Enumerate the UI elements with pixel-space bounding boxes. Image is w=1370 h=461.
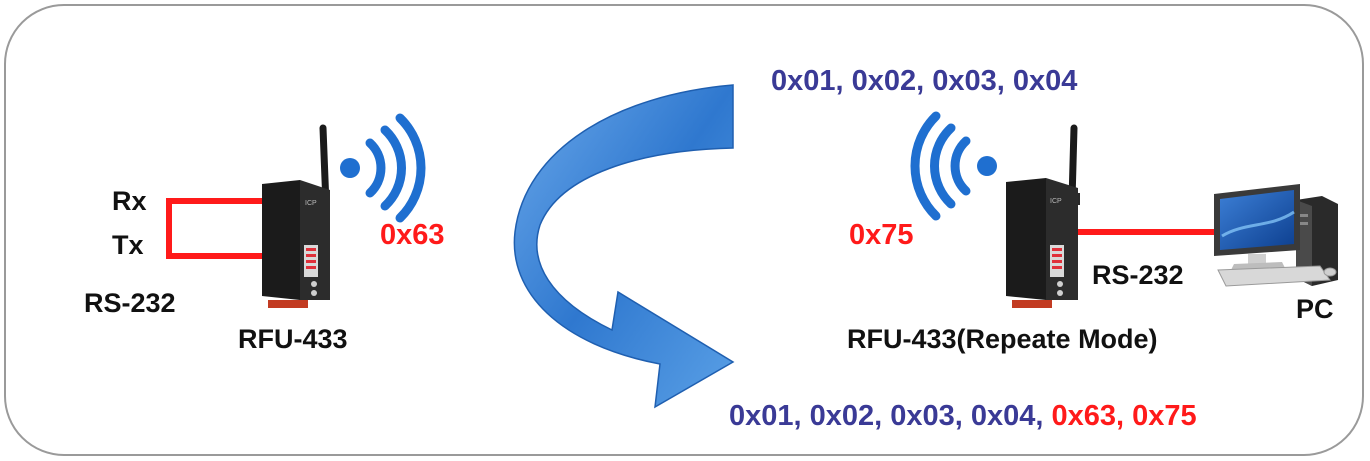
pc-icon (1214, 184, 1338, 287)
wireless-signal-icon-left (340, 113, 426, 223)
rx-label: Rx (112, 186, 147, 216)
outgoing-separator-1: , (1035, 400, 1052, 432)
rfu-433-device-right: ICP (1006, 124, 1080, 308)
pc-label: PC (1296, 294, 1334, 324)
left-rs232-label: RS-232 (84, 288, 176, 318)
outgoing-byte-0x75: 0x75 (1132, 400, 1197, 432)
outgoing-original-bytes: 0x01, 0x02, 0x03, 0x04 (729, 400, 1036, 432)
right-sent-value: 0x75 (849, 219, 914, 251)
left-sent-value: 0x63 (380, 219, 445, 251)
outgoing-byte-0x63: 0x63 (1051, 400, 1117, 432)
tx-label: Tx (112, 230, 144, 260)
left-device-name: RFU-433 (238, 324, 348, 354)
wireless-signal-icon-right (910, 111, 997, 221)
rfu-433-device-left: ICP (262, 124, 330, 308)
incoming-data-label: 0x01, 0x02, 0x03, 0x04 (771, 65, 1078, 97)
curved-arrow (513, 84, 735, 409)
svg-text:ICP: ICP (305, 200, 317, 207)
outgoing-separator-2: , (1116, 400, 1133, 432)
right-rs232-label: RS-232 (1092, 260, 1184, 290)
right-device-name: RFU-433(Repeate Mode) (847, 324, 1158, 354)
loopback-wire (166, 198, 264, 259)
svg-text:ICP: ICP (1050, 198, 1062, 205)
outgoing-data-label: 0x01, 0x02, 0x03, 0x04, 0x63, 0x75 (729, 402, 1197, 431)
